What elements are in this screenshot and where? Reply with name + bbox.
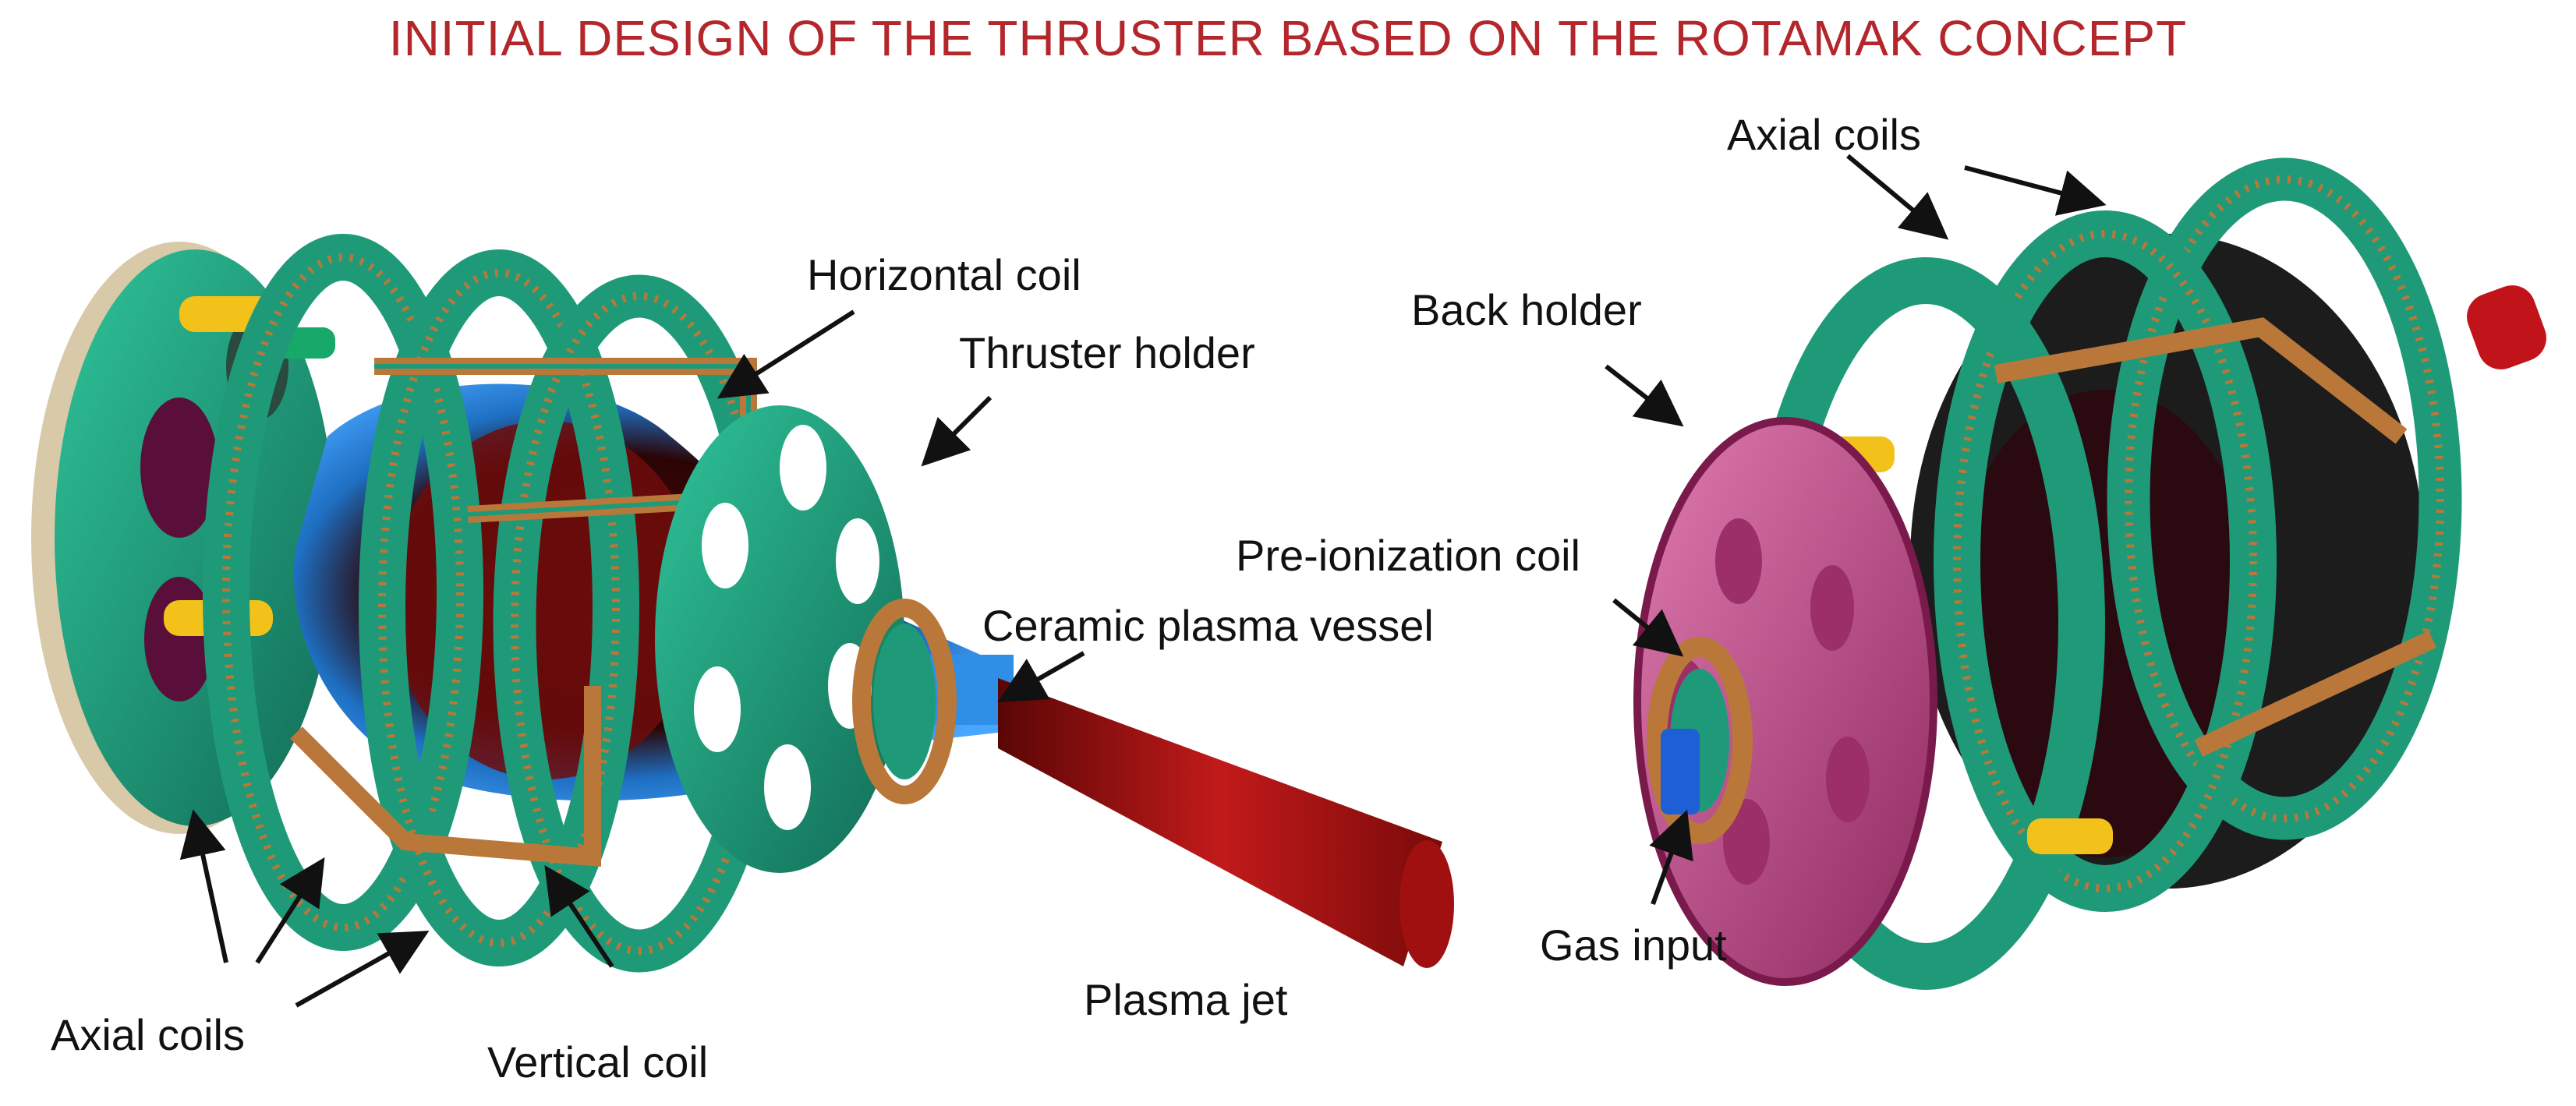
- label-horizontal-coil: Horizontal coil: [807, 250, 1081, 299]
- back-holder-rim: [1633, 417, 1937, 986]
- arrow-axial-coil-1: [179, 809, 228, 963]
- holder-hole: [694, 666, 741, 752]
- back-holder-hole: [1810, 565, 1854, 651]
- arrow-back-holder: [1605, 364, 1684, 427]
- right-thruster: [1633, 157, 2546, 990]
- vertical-coil: [2194, 631, 2437, 757]
- plasma-jet: [998, 678, 1442, 966]
- axial-coil-winding: [222, 253, 464, 931]
- arrow-axial-coil-2: [255, 857, 325, 964]
- arrow-thruster-holder: [921, 395, 993, 467]
- label-vertical-coil: Vertical coil: [487, 1037, 709, 1087]
- back-holder-hole: [1826, 737, 1870, 822]
- label-arrows: [179, 154, 2107, 1008]
- back-holder-hole: [1723, 799, 1770, 885]
- nozzle-ring: [852, 599, 957, 804]
- preionization-coil: [1647, 637, 1753, 844]
- arrow-ceramic-vessel: [997, 651, 1085, 702]
- axial-coil-winding: [1953, 230, 2257, 892]
- nozzle-ring-core: [873, 624, 936, 779]
- label-plasma-jet: Plasma jet: [1084, 975, 1288, 1024]
- arrow-horizontal-coil: [717, 309, 855, 399]
- arrow-preionization-coil: [1612, 598, 1684, 657]
- axial-coil-winding: [378, 269, 620, 947]
- rear-disk-hole: [140, 398, 218, 538]
- arrow-axial-coils-right-1: [1846, 154, 1949, 240]
- left-thruster: [31, 234, 1454, 973]
- holder-hole: [780, 425, 826, 511]
- arrow-gas-input: [1649, 809, 1693, 906]
- label-axial-coils-right: Axial coils: [1727, 110, 1921, 159]
- gas-input: [1661, 729, 1700, 814]
- plasma-jet-end: [1399, 840, 1454, 968]
- label-back-holder: Back holder: [1411, 285, 1642, 334]
- label-axial-coils-left: Axial coils: [51, 1010, 245, 1059]
- bolt: [2027, 818, 2113, 854]
- label-gas-input: Gas input: [1540, 920, 1727, 970]
- label-ceramic-plasma-vessel: Ceramic plasma vessel: [982, 601, 1434, 650]
- rear-tip: [2467, 285, 2546, 369]
- holder-hole: [702, 503, 748, 588]
- arrow-vertical-coil: [544, 865, 614, 968]
- arrow-axial-coil-3: [295, 931, 430, 1008]
- label-thruster-holder: Thruster holder: [959, 328, 1255, 377]
- label-preionization-coil: Pre-ionization coil: [1236, 531, 1580, 580]
- vertical-coil: [290, 686, 601, 867]
- holder-hole: [764, 744, 811, 830]
- axial-coil-winding: [2125, 175, 2444, 822]
- holder-hole: [836, 518, 879, 604]
- back-holder-hole: [1715, 518, 1762, 604]
- diagram-title: INITIAL DESIGN OF THE THRUSTER BASED ON …: [388, 10, 2188, 66]
- arrow-axial-coils-right-2: [1964, 165, 2107, 216]
- horizontal-coil: [1994, 317, 2408, 444]
